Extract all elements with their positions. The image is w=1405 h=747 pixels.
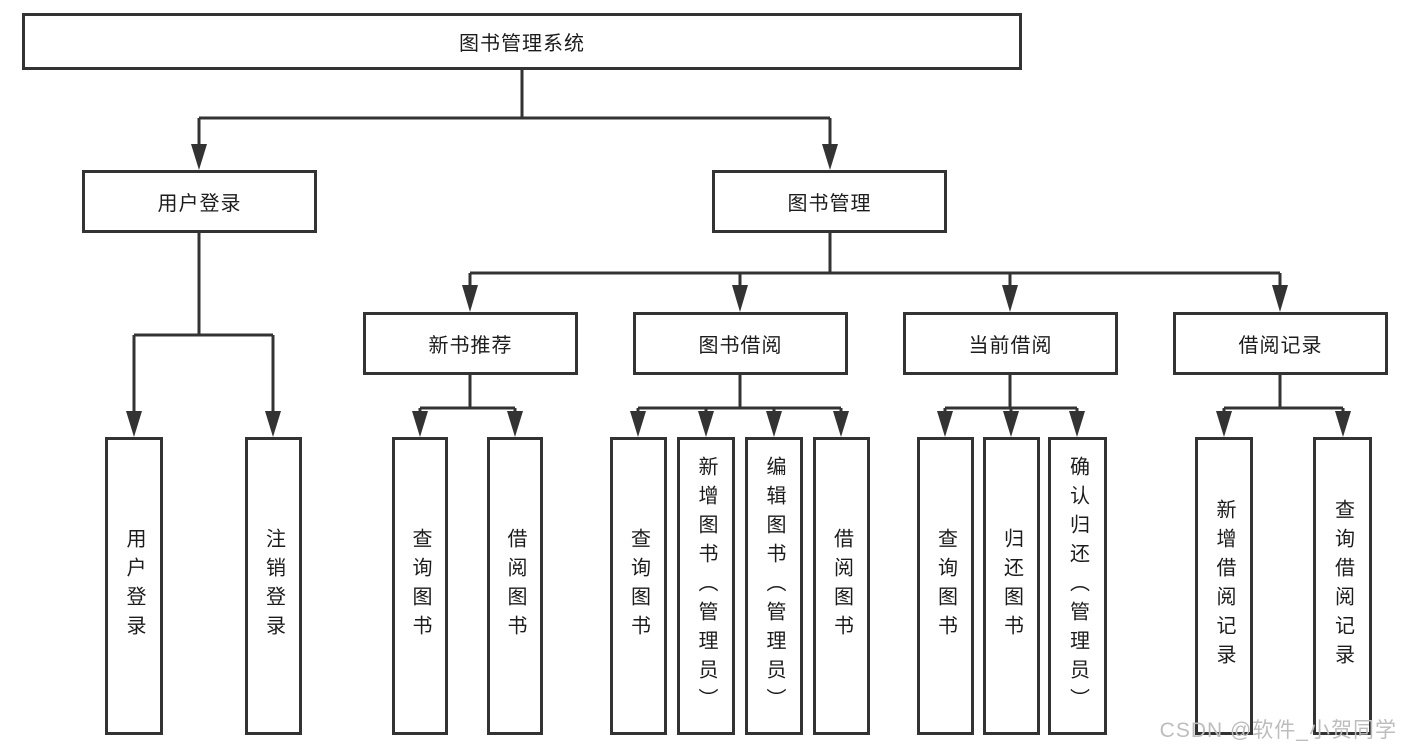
node-new-book-recommend: 新书推荐 xyxy=(363,312,578,375)
leaf-label: 查询图书 xyxy=(409,528,431,644)
leaf-query-books-recommend: 查询图书 xyxy=(392,437,448,735)
leaf-label: 新增借阅记录 xyxy=(1213,499,1235,673)
node-current-borrowing: 当前借阅 xyxy=(903,312,1118,375)
node-book-borrowing: 图书借阅 xyxy=(633,312,848,375)
leaf-label: 查询图书 xyxy=(934,528,957,644)
leaf-label: 新增图书（管理员） xyxy=(695,455,717,717)
node-borrowing-records: 借阅记录 xyxy=(1173,312,1388,375)
leaf-return-books: 归还图书 xyxy=(983,437,1040,735)
watermark: CSDN @软件_小贺同学 xyxy=(1159,719,1397,742)
leaf-label: 编辑图书（管理员） xyxy=(763,455,785,717)
leaf-label: 查询图书 xyxy=(627,528,650,644)
leaf-edit-books-admin: 编辑图书（管理员） xyxy=(745,437,803,735)
leaf-logout: 注销登录 xyxy=(245,437,302,735)
leaf-label: 用户登录 xyxy=(123,528,145,644)
node-user-login: 用户登录 xyxy=(82,170,317,233)
leaf-label: 注销登录 xyxy=(262,528,285,644)
leaf-query-books-borrow: 查询图书 xyxy=(610,437,667,735)
leaf-label: 确认归还（管理员） xyxy=(1066,455,1089,717)
node-book-management: 图书管理 xyxy=(712,170,947,233)
arrowheads xyxy=(126,144,1351,437)
leaf-borrow-books: 借阅图书 xyxy=(813,437,870,735)
leaf-borrow-books-recommend: 借阅图书 xyxy=(487,437,543,735)
leaf-label: 归还图书 xyxy=(1000,528,1023,644)
leaf-confirm-return-admin: 确认归还（管理员） xyxy=(1048,437,1107,735)
leaf-label: 查询借阅记录 xyxy=(1331,499,1354,673)
leaf-query-books-current: 查询图书 xyxy=(917,437,974,735)
leaf-label: 借阅图书 xyxy=(504,528,526,644)
node-root-system: 图书管理系统 xyxy=(22,13,1022,70)
leaf-query-borrow-record: 查询借阅记录 xyxy=(1313,437,1372,735)
leaf-add-borrow-record: 新增借阅记录 xyxy=(1195,437,1253,735)
leaf-label: 借阅图书 xyxy=(830,528,853,644)
leaf-add-books-admin: 新增图书（管理员） xyxy=(677,437,735,735)
leaf-user-login: 用户登录 xyxy=(105,437,163,735)
